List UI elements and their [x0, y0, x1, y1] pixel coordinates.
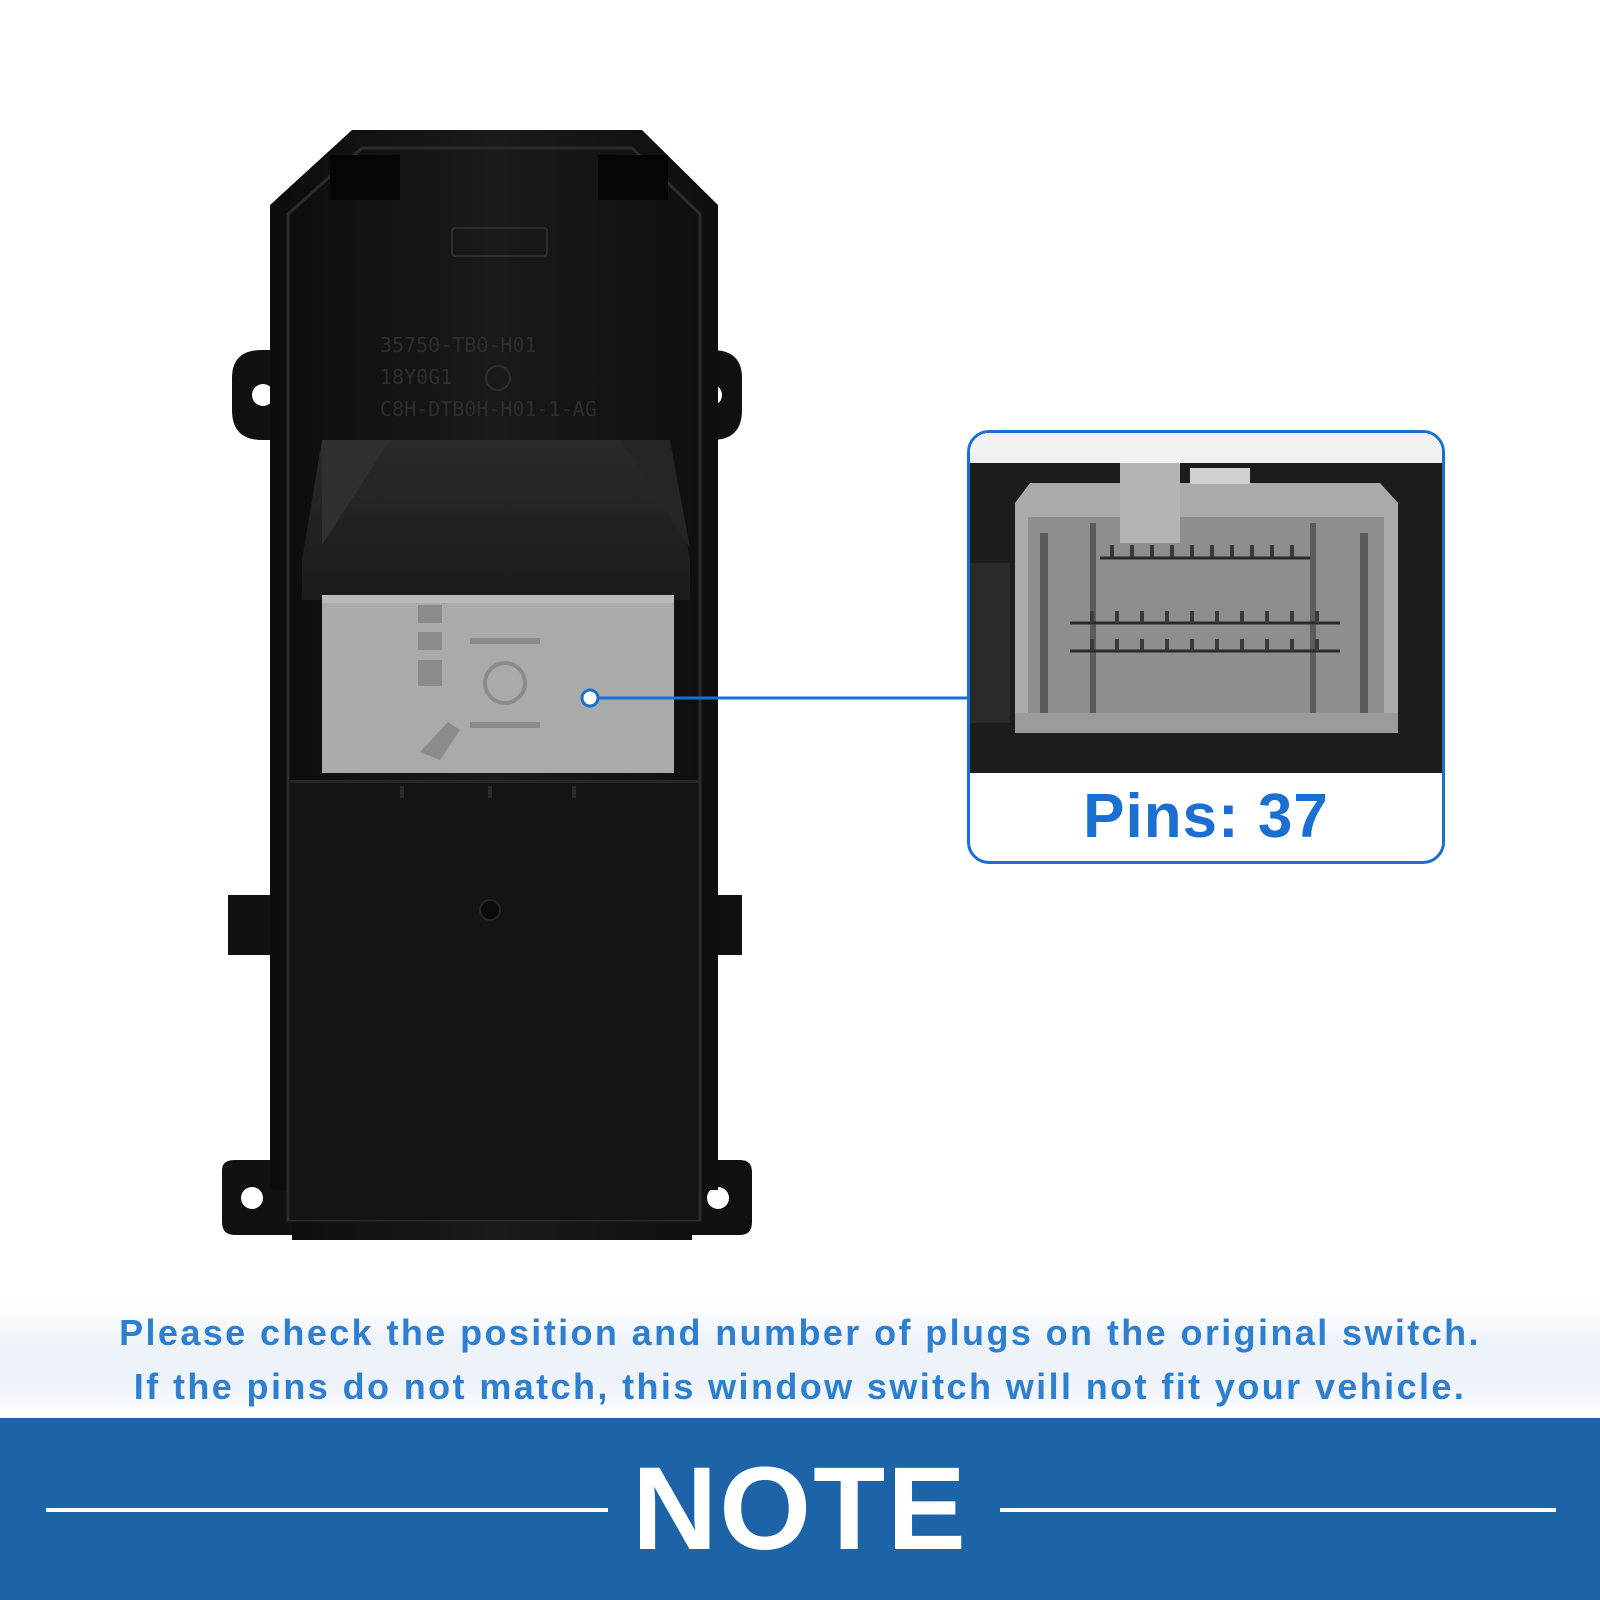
- notice-band: [0, 1300, 1600, 1420]
- footer-title: NOTE: [632, 1443, 968, 1575]
- footer-rule-left: [46, 1508, 608, 1512]
- mold-mark-2: 18Y0G1: [380, 365, 452, 389]
- mold-markings: 35750-TB0-H01 18Y0G1 C8H-DTB0H-H01-1-AG: [380, 227, 597, 421]
- notice-line-2: If the pins do not match, this window sw…: [133, 1366, 1467, 1407]
- pin-count-label: Pins: 37: [1083, 782, 1329, 851]
- connector-shroud: [302, 440, 690, 600]
- connector-face: [322, 595, 674, 773]
- product-photo: 35750-TB0-H01 18Y0G1 C8H-DTB0H-H01-1-AG: [222, 130, 968, 1240]
- window-switch-illustration: 35750-TB0-H01 18Y0G1 C8H-DTB0H-H01-1-AG: [222, 130, 968, 1240]
- mold-mark-3: C8H-DTB0H-H01-1-AG: [380, 397, 597, 421]
- connector-closeup: [970, 433, 1442, 773]
- footer-rule-right: [1000, 1508, 1556, 1512]
- footer-bar: NOTE: [0, 1418, 1600, 1600]
- notice-line-1: Please check the position and number of …: [119, 1312, 1481, 1353]
- mold-mark-1: 35750-TB0-H01: [380, 333, 537, 357]
- pin-count-callout: Pins: 37: [967, 430, 1445, 864]
